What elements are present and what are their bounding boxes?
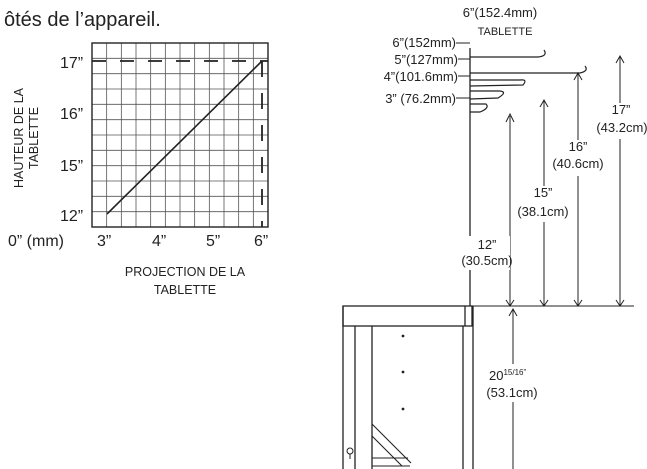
graph-frame [91,42,269,228]
appliance-knob [346,447,354,455]
appliance-dot [401,407,405,411]
label-bg [550,140,606,176]
x-axis-title-line1: PROJECTION DE LA [125,265,246,279]
height-17-cm: (43.2cm) [596,120,647,135]
appliance-top-panel [342,305,473,327]
height-12-in: 12” [478,237,497,252]
shelf-5in-top [470,65,587,74]
projection-label-4in: 4”(101.6mm) [384,69,458,84]
label-bg [464,236,510,270]
label-bg [515,186,571,222]
y-tick-17: 17” [60,55,83,72]
height-12-cm: (30.5cm) [461,253,512,268]
graph-grid [92,43,268,227]
dim-12in [505,112,515,307]
height-15-in: 15” [534,185,553,200]
x-tick-4: 4” [152,233,166,250]
projection-label-3in: 3” (76.2mm) [385,91,456,106]
elevation-drawing [342,42,634,469]
height-16-in: 16” [569,139,588,154]
x-tick-3: 3” [97,233,111,250]
origin-label: 0” (mm) [8,233,64,250]
x-tick-5: 5” [206,233,220,250]
appliance-dot [401,334,405,338]
dim-16in [573,71,583,307]
appliance-dot [401,370,405,374]
y-tick-15: 15” [60,158,83,175]
shelf-5in [469,79,526,87]
appliance-height-in: 2015/16” [489,368,526,383]
appliance-rack [371,423,412,467]
projection-label-6in: 6”(152mm) [392,35,456,50]
appliance-height-cm: (53.1cm) [486,385,537,400]
y-tick-16: 16” [60,106,83,123]
top-shelf-sublabel: TABLETTE [478,26,533,38]
shelf-height-graph: 17” 16” 15” 12” 3” 4” 5” 6” 0” (mm) HAUT… [8,42,269,297]
projection-label-5in: 5”(127mm) [394,52,458,67]
height-16-cm: (40.6cm) [552,156,603,171]
height-15-cm: (38.1cm) [517,204,568,219]
height-17-in: 17” [612,102,631,117]
label-bg [594,103,647,139]
x-tick-6: 6” [254,233,268,250]
shelf-6in [470,49,546,58]
dim-17in [615,54,625,307]
shelf-4in [469,90,505,100]
heading-text: ôtés de l’appareil. [4,9,161,31]
y-axis-title-line2: TABLETTE [27,107,41,169]
top-shelf-label: 6”(152.4mm) [463,5,537,20]
label-bg [482,364,544,402]
height-projection-line [106,60,263,215]
y-axis-title-line1: HAUTEUR DE LA [12,87,26,188]
x-axis-title-line2: TABLETTE [154,283,216,297]
shelf-3in [470,103,488,113]
y-tick-12: 12” [60,208,83,225]
